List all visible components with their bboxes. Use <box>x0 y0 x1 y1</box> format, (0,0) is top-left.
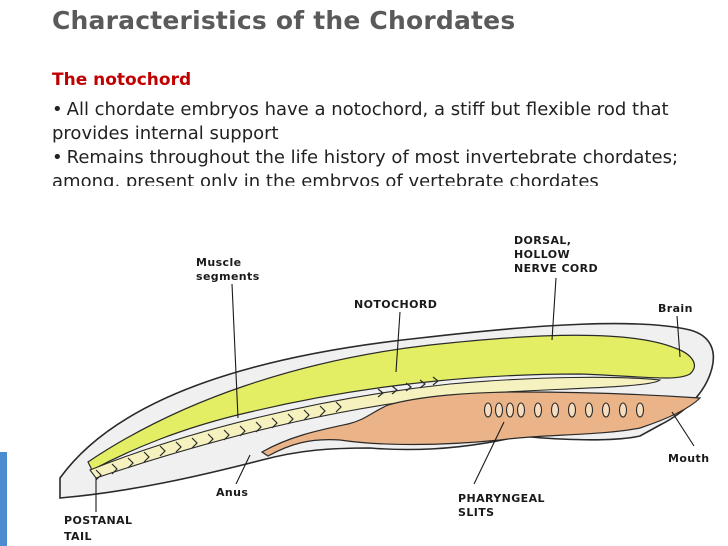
nerve-cord <box>87 334 695 471</box>
label-postanal-tail: TAIL <box>64 530 92 543</box>
label-muscle-segments: Muscle <box>196 256 241 269</box>
leader-muscle-segments <box>231 283 239 419</box>
leader-notochord <box>395 311 401 373</box>
bullet-dot-icon: • <box>52 147 63 168</box>
label-brain: Brain <box>658 302 693 315</box>
label-dorsal-nerve-cord: HOLLOW <box>514 248 570 261</box>
pharyngeal-slits <box>483 402 645 418</box>
bullet-list: •All chordate embryos have a notochord, … <box>52 98 692 186</box>
label-pharyngeal-slits: PHARYNGEAL <box>458 492 545 505</box>
label-pharyngeal-slits: SLITS <box>458 506 494 519</box>
bullet-text: All chordate embryos have a notochord, a… <box>52 99 669 144</box>
bullet-item: •Remains throughout the life history of … <box>52 146 692 186</box>
label-anus: Anus <box>216 486 248 499</box>
bullet-dot-icon: • <box>52 99 63 120</box>
leader-pharyngeal-slits <box>473 421 505 485</box>
label-postanal-tail: POSTANAL <box>64 514 132 527</box>
label-muscle-segments: segments <box>196 270 260 283</box>
leader-brain <box>676 315 681 358</box>
bullet-text: Remains throughout the life history of m… <box>52 147 679 186</box>
leader-anus <box>235 454 251 485</box>
chordate-diagram: Muscle segments DORSAL, HOLLOW NERVE COR… <box>59 234 715 543</box>
accent-strip <box>0 452 7 546</box>
slide-title: Characteristics of the Chordates <box>52 6 516 35</box>
notochord <box>89 376 662 479</box>
label-mouth: Mouth <box>668 452 709 465</box>
label-dorsal-nerve-cord: NERVE CORD <box>514 262 598 275</box>
bullet-item: •All chordate embryos have a notochord, … <box>52 98 692 146</box>
label-dorsal-nerve-cord: DORSAL, <box>514 234 571 247</box>
label-notochord: NOTOCHORD <box>354 298 437 311</box>
leader-nerve-cord <box>551 277 557 341</box>
section-heading: The notochord <box>52 70 192 90</box>
leader-mouth <box>671 411 695 447</box>
muscle-segments <box>95 376 439 481</box>
